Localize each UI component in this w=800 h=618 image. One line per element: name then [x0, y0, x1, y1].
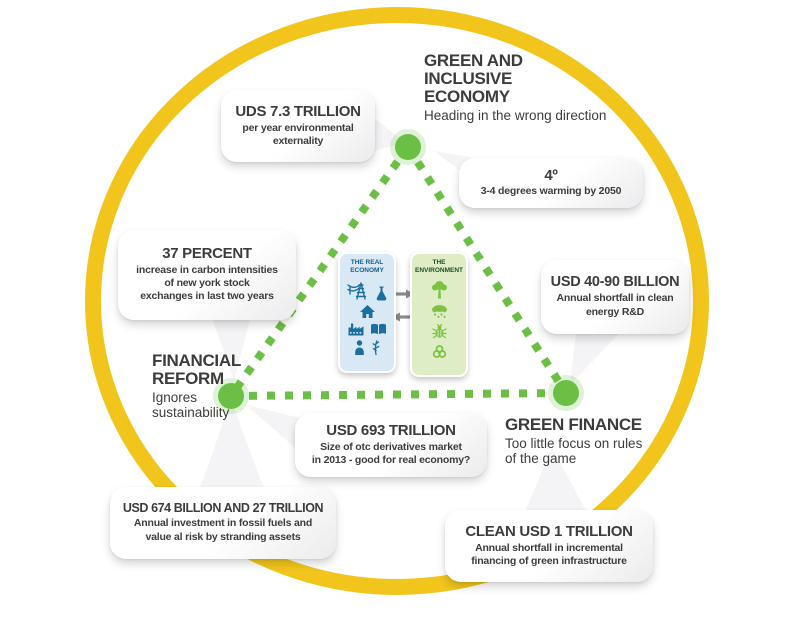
power-pylon-icon [346, 281, 366, 300]
book-icon [370, 323, 386, 335]
environment-title: THE ENVIRONMENT [414, 259, 464, 274]
bubble-body: Annual shortfall in clean energy R&D [556, 292, 674, 318]
node-subtitle: Ignores sustainability [152, 389, 230, 421]
person-icon [354, 339, 364, 355]
bubble-otc-derivatives: USD 693 TRILLION Size of otc derivatives… [295, 413, 487, 477]
tree-icon [431, 280, 447, 299]
wheat-icon [372, 339, 379, 355]
flask-icon [376, 286, 386, 301]
bubble-body: increase in carbon intensities of new yo… [136, 264, 278, 303]
rain-cloud-icon [431, 304, 447, 318]
bubble-fossil-investment: USD 674 BILLION AND 27 TRILLION Annual i… [110, 487, 336, 559]
edge-top-left [227, 144, 412, 399]
factory-icon [348, 323, 363, 336]
bubble-heading: USD 40-90 BILLION [550, 274, 680, 291]
vertex-right-dot [548, 375, 584, 411]
bubble-warming: 4º 3-4 degrees warming by 2050 [459, 158, 643, 208]
edge-top-right [404, 144, 570, 396]
node-green-inclusive-economy: GREEN AND INCLUSIVE ECONOMY Heading in t… [424, 52, 654, 123]
tail-energy-rd [570, 325, 627, 385]
bubble-body: Size of otc derivatives market in 2013 -… [311, 440, 471, 466]
bubble-body: Annual shortfall in incremental financin… [471, 541, 627, 567]
real-economy-panel: THE REAL ECONOMY [338, 252, 396, 373]
bubble-body: Annual investment in fossil fuels and va… [133, 517, 313, 543]
node-title: GREEN AND INCLUSIVE ECONOMY [424, 51, 523, 106]
real-economy-title: THE REAL ECONOMY [350, 259, 384, 274]
node-title: GREEN FINANCE [505, 415, 642, 434]
node-subtitle: Too little focus on rules of the game [505, 435, 643, 467]
tail-otc [246, 405, 300, 452]
beetle-icon [431, 323, 447, 338]
edge-bottom [230, 389, 567, 400]
bubble-heading: 4º [544, 166, 558, 184]
vertex-left-dot [213, 378, 249, 414]
bubble-carbon-intensities: 37 PERCENT increase in carbon intensitie… [118, 230, 296, 320]
node-subtitle: Heading in the wrong direction [424, 107, 607, 123]
left-arrow-icon [392, 312, 412, 322]
biohazard-icon [432, 344, 446, 358]
house-icon [359, 304, 375, 318]
bubble-heading: USD 674 BILLION AND 27 TRILLION [122, 501, 324, 516]
environment-panel: THE ENVIRONMENT [410, 252, 468, 377]
tail-carbon [207, 305, 254, 380]
bubble-heading: CLEAN USD 1 TRILLION [465, 523, 633, 540]
tail-fossil [198, 400, 266, 494]
node-green-finance: GREEN FINANCE Too little focus on rules … [505, 416, 675, 467]
bubble-body: per year environmental externality [242, 121, 354, 147]
bubble-heading: UDS 7.3 TRILLION [235, 103, 361, 120]
vertex-top-dot [390, 129, 426, 165]
node-financial-reform: FINANCIAL REFORM Ignores sustainability [152, 352, 262, 421]
bubble-heading: USD 693 TRILLION [326, 422, 456, 439]
bubble-heading: 37 PERCENT [162, 245, 252, 263]
bubble-body: 3-4 degrees warming by 2050 [480, 185, 622, 198]
node-title: FINANCIAL REFORM [152, 351, 241, 388]
bubble-green-infrastructure: CLEAN USD 1 TRILLION Annual shortfall in… [445, 510, 653, 582]
tail-infra [523, 448, 589, 516]
bubble-environmental-externality: UDS 7.3 TRILLION per year environmental … [221, 90, 375, 162]
bubble-clean-energy-rd: USD 40-90 BILLION Annual shortfall in cl… [541, 260, 689, 334]
